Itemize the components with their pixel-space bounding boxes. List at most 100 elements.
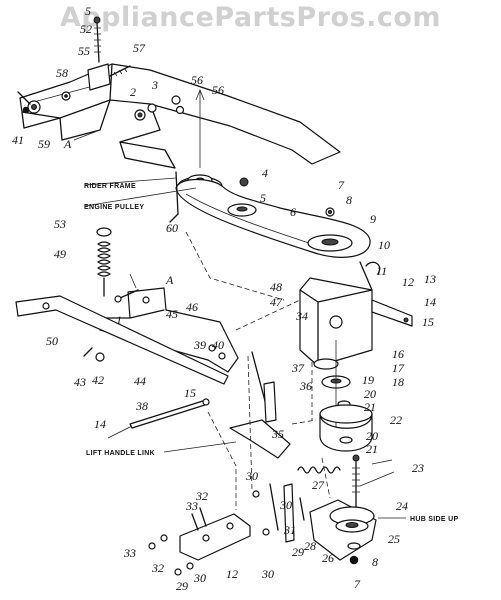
callout-59: 59 xyxy=(38,137,50,151)
lower-small-hardware xyxy=(148,507,207,576)
clutch-bracket xyxy=(299,261,413,420)
callout-38: 38 xyxy=(135,399,148,413)
lower-left-hardware xyxy=(83,347,105,362)
callout-44: 44 xyxy=(134,374,146,388)
callout-24: 24 xyxy=(396,499,408,513)
callout-23: 23 xyxy=(412,461,424,475)
callout-58: 58 xyxy=(56,66,68,80)
callout-57: 57 xyxy=(133,41,146,55)
callout-28: 28 xyxy=(304,539,316,553)
rider-frame xyxy=(19,63,341,169)
callout-29b: 29 xyxy=(176,579,188,593)
callout-4: 4 xyxy=(262,166,268,180)
callout-32: 32 xyxy=(195,489,208,503)
callout-48: 48 xyxy=(270,280,282,294)
watermark: AppliancePartsPros.com xyxy=(59,2,442,33)
callout-26: 26 xyxy=(322,551,334,565)
callout-49: 49 xyxy=(54,247,66,261)
callout-25: 25 xyxy=(388,532,400,546)
callout-56b: 56 xyxy=(212,83,224,97)
callout-36: 36 xyxy=(299,379,312,393)
callout-53: 53 xyxy=(54,217,66,231)
callout-47: 47 xyxy=(270,295,283,309)
bolt-24 xyxy=(352,454,360,513)
callout-20b: 20 xyxy=(366,429,378,443)
callout-27: 27 xyxy=(312,478,325,492)
callout-13: 13 xyxy=(424,272,436,286)
callout-50: 50 xyxy=(46,334,58,348)
callout-8b: 8 xyxy=(372,555,378,569)
callout-31: 31 xyxy=(283,523,296,537)
callout-A: A xyxy=(63,137,72,151)
callout-35: 35 xyxy=(271,427,284,441)
callout-8: 8 xyxy=(346,193,352,207)
callout-9: 9 xyxy=(370,212,376,226)
spring-27 xyxy=(297,466,341,474)
callout-30c: 30 xyxy=(193,571,206,585)
callout-7: 7 xyxy=(338,178,345,192)
spring-49 xyxy=(96,227,112,297)
caption-lift-handle-link: LIFT HANDLE LINK xyxy=(86,450,155,457)
lift-handle-link xyxy=(229,351,291,459)
caption-rider-frame: RIDER FRAME xyxy=(84,183,136,190)
rod-50 xyxy=(15,295,229,385)
callout-22: 22 xyxy=(390,413,402,427)
part-callouts: 5 52 55 57 58 3 2 56 56 41 59 A 4 5 7 8 … xyxy=(12,4,436,593)
assembly-lines xyxy=(185,231,331,510)
callout-30d: 30 xyxy=(261,567,274,581)
caption-hub-side-up: HUB SIDE UP xyxy=(410,516,458,523)
lower-links xyxy=(252,483,305,543)
leader-lines xyxy=(73,129,406,519)
callout-18: 18 xyxy=(392,375,404,389)
callout-21b: 21 xyxy=(366,442,378,456)
callout-A2: A xyxy=(165,273,174,287)
left-hardware xyxy=(17,91,41,114)
top-bracket xyxy=(61,16,131,101)
callout-10: 10 xyxy=(378,238,390,252)
callout-33b: 33 xyxy=(123,546,136,560)
callout-1: 1 xyxy=(116,313,122,327)
callout-19: 19 xyxy=(362,373,374,387)
callout-30: 30 xyxy=(245,469,258,483)
callout-39: 39 xyxy=(193,338,206,352)
upper-right-hardware xyxy=(325,207,335,217)
callout-3: 3 xyxy=(151,78,158,92)
callout-60: 60 xyxy=(166,221,178,235)
callout-33: 33 xyxy=(185,499,198,513)
callout-5: 5 xyxy=(85,4,91,18)
callout-55: 55 xyxy=(78,44,90,58)
drive-belt xyxy=(175,178,371,258)
frame-hardware xyxy=(134,95,185,121)
callout-12b: 12 xyxy=(226,567,238,581)
callout-34: 34 xyxy=(295,309,308,323)
callout-6: 6 xyxy=(290,205,296,219)
callout-30b: 30 xyxy=(279,498,292,512)
callout-11: 11 xyxy=(376,264,387,278)
callout-42: 42 xyxy=(92,373,104,387)
callout-37: 37 xyxy=(291,361,305,375)
callout-14b: 14 xyxy=(94,417,106,431)
pin-1 xyxy=(114,289,139,303)
callout-52: 52 xyxy=(80,22,92,36)
callout-17: 17 xyxy=(392,361,405,375)
callout-40: 40 xyxy=(212,338,224,352)
callout-16: 16 xyxy=(392,347,404,361)
callout-29: 29 xyxy=(292,545,304,559)
callout-56: 56 xyxy=(191,73,203,87)
callout-41: 41 xyxy=(12,133,24,147)
callout-46: 46 xyxy=(186,300,198,314)
callout-5b: 5 xyxy=(260,191,266,205)
hub-pulley xyxy=(309,499,377,565)
callout-14: 14 xyxy=(424,295,436,309)
caption-engine-pulley: ENGINE PULLEY xyxy=(84,204,144,211)
callout-15: 15 xyxy=(422,315,434,329)
callout-2: 2 xyxy=(130,85,136,99)
idler-stack xyxy=(313,340,373,452)
callout-32b: 32 xyxy=(151,561,164,575)
callout-45: 45 xyxy=(166,307,178,321)
callout-20: 20 xyxy=(364,387,376,401)
callout-12: 12 xyxy=(402,275,414,289)
callout-15b: 15 xyxy=(184,386,196,400)
bracket-60 xyxy=(169,171,179,223)
